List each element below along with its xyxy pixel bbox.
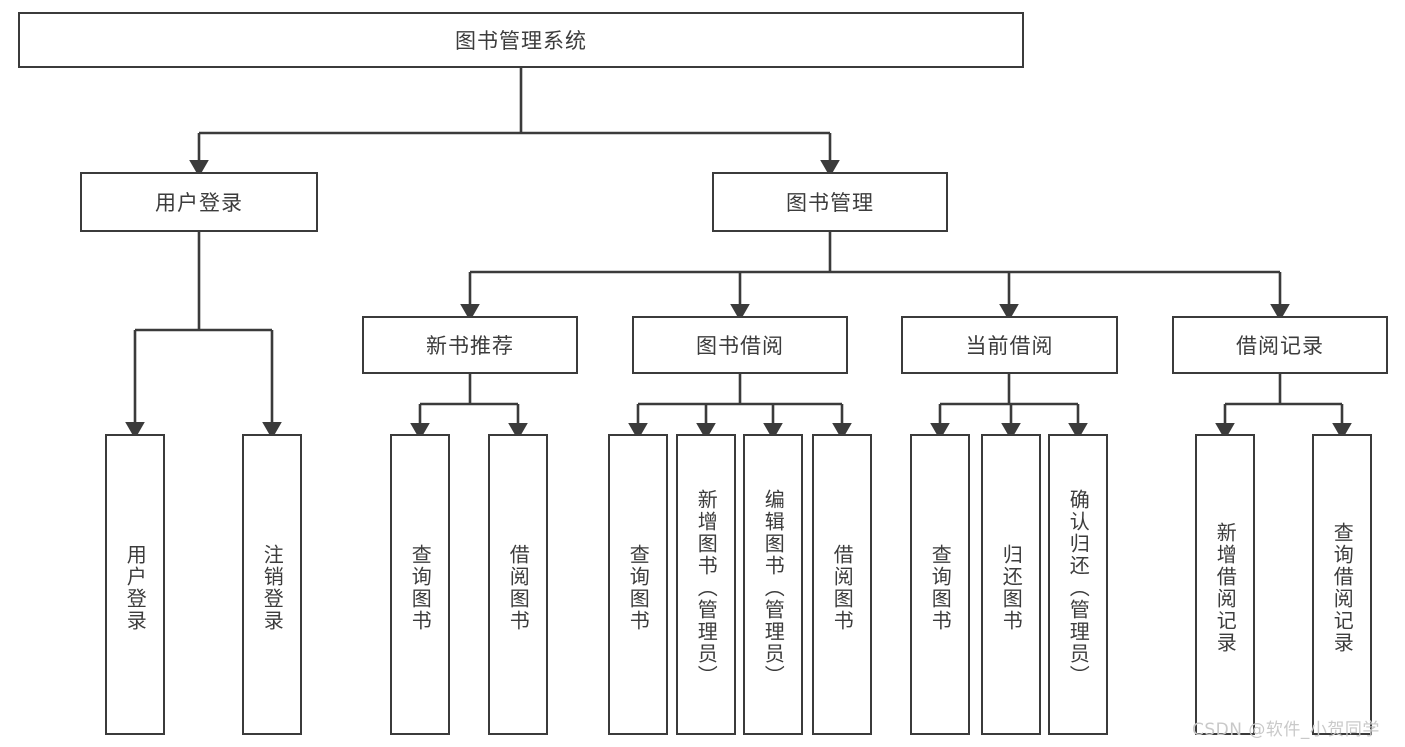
leaf-confirm-return-admin[interactable]: 确认归还（管理员）: [1048, 434, 1108, 735]
node-book-borrow-label: 图书借阅: [696, 334, 784, 358]
leaf-logout-label: 注销登录: [260, 543, 285, 632]
leaf-confirm-return-admin-label: 确认归还（管理员）: [1066, 488, 1091, 687]
leaf-add-book-admin-label: 新增图书（管理员）: [694, 488, 719, 687]
leaf-query-book-borrow[interactable]: 查询图书: [608, 434, 668, 735]
node-current-borrow-label: 当前借阅: [965, 334, 1054, 358]
leaf-edit-book-admin-label: 编辑图书（管理员）: [761, 488, 786, 687]
leaf-query-book-newbook-label: 查询图书: [408, 543, 433, 632]
node-root[interactable]: 图书管理系统: [18, 12, 1024, 68]
leaf-query-book-current[interactable]: 查询图书: [910, 434, 970, 735]
node-new-book-recommend-label: 新书推荐: [426, 334, 514, 358]
leaf-query-book-borrow-label: 查询图书: [626, 543, 651, 632]
node-borrow-record-label: 借阅记录: [1236, 334, 1324, 358]
leaf-logout[interactable]: 注销登录: [242, 434, 302, 735]
leaf-borrow-book[interactable]: 借阅图书: [812, 434, 872, 735]
leaf-borrow-book-label: 借阅图书: [830, 543, 855, 632]
watermark: CSDN @软件_小贺同学: [1192, 720, 1380, 740]
leaf-return-book[interactable]: 归还图书: [981, 434, 1041, 735]
node-user-login[interactable]: 用户登录: [80, 172, 318, 232]
node-book-management-label: 图书管理: [786, 191, 874, 215]
leaf-user-login-label: 用户登录: [123, 543, 148, 632]
node-user-login-label: 用户登录: [155, 191, 243, 215]
node-new-book-recommend[interactable]: 新书推荐: [362, 316, 578, 374]
leaf-query-book-newbook[interactable]: 查询图书: [390, 434, 450, 735]
node-book-borrow[interactable]: 图书借阅: [632, 316, 848, 374]
leaf-add-borrow-record[interactable]: 新增借阅记录: [1195, 434, 1255, 735]
leaf-edit-book-admin[interactable]: 编辑图书（管理员）: [743, 434, 803, 735]
leaf-query-borrow-record[interactable]: 查询借阅记录: [1312, 434, 1372, 735]
leaf-query-borrow-record-label: 查询借阅记录: [1330, 521, 1355, 654]
node-current-borrow[interactable]: 当前借阅: [901, 316, 1118, 374]
leaf-return-book-label: 归还图书: [999, 543, 1024, 632]
leaf-borrow-book-newbook-label: 借阅图书: [506, 543, 531, 632]
leaf-add-borrow-record-label: 新增借阅记录: [1213, 521, 1238, 654]
node-borrow-record[interactable]: 借阅记录: [1172, 316, 1388, 374]
leaf-query-book-current-label: 查询图书: [928, 543, 953, 632]
leaf-borrow-book-newbook[interactable]: 借阅图书: [488, 434, 548, 735]
leaf-add-book-admin[interactable]: 新增图书（管理员）: [676, 434, 736, 735]
leaf-user-login[interactable]: 用户登录: [105, 434, 165, 735]
node-book-management[interactable]: 图书管理: [712, 172, 948, 232]
node-root-label: 图书管理系统: [455, 29, 587, 53]
